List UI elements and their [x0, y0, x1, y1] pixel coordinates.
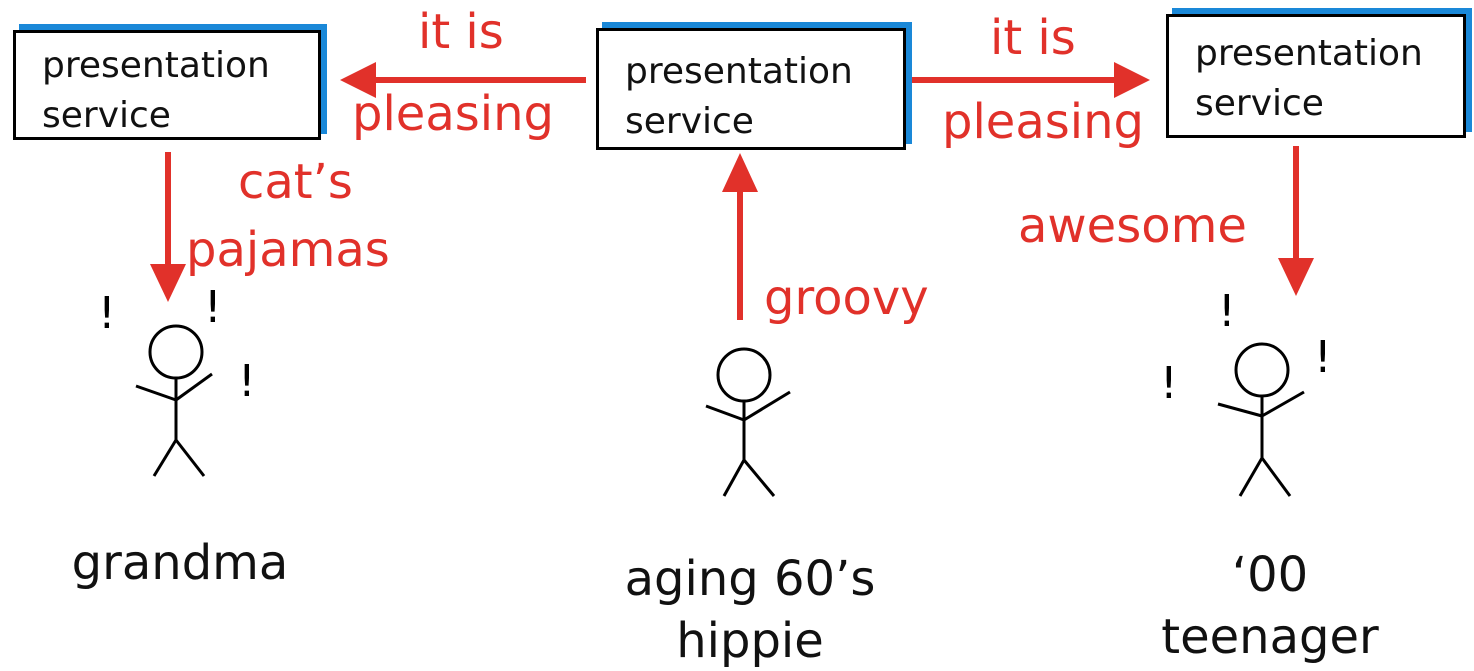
right-arrow-label-bottom: pleasing — [942, 94, 1144, 150]
box-line-2: service — [625, 101, 754, 142]
exclamation-mark: ! — [238, 356, 256, 407]
teenager-caption: ‘00 teenager — [1140, 544, 1400, 668]
box-line-2: service — [42, 95, 171, 136]
teen-arrow-label: awesome — [1018, 198, 1247, 254]
box-face: presentation service — [13, 30, 321, 140]
arrow-to-teenager — [1278, 146, 1314, 296]
box-line-2: service — [1195, 83, 1324, 124]
exclamation-mark: ! — [1314, 332, 1332, 383]
grandma-caption: grandma — [60, 532, 300, 594]
caption-line: aging 60’s — [624, 551, 876, 607]
box-face: presentation service — [1166, 14, 1466, 138]
grandma-figure-icon — [135, 324, 213, 477]
left-arrow-label-top: it is — [418, 4, 504, 60]
teenager-figure-icon — [1217, 342, 1305, 497]
arrow-from-hippie — [722, 153, 758, 320]
arrow-to-left-box — [340, 62, 586, 98]
grandma-arrow-label-line-2: pajamas — [186, 222, 390, 278]
right-arrow-label-top: it is — [990, 10, 1076, 66]
right-presentation-service-box: presentation service — [1166, 8, 1472, 138]
caption-line: ‘00 — [1231, 547, 1309, 603]
caption-line: hippie — [676, 613, 824, 669]
box-line-1: presentation — [42, 45, 270, 86]
box-line-1: presentation — [625, 51, 853, 92]
hippie-arrow-label: groovy — [764, 270, 929, 326]
arrow-to-right-box — [910, 62, 1150, 98]
exclamation-mark: ! — [98, 288, 116, 339]
hippie-caption: aging 60’s hippie — [600, 548, 900, 671]
hippie-figure-icon — [705, 347, 791, 497]
exclamation-mark: ! — [1160, 358, 1178, 409]
left-presentation-service-box: presentation service — [13, 24, 327, 140]
grandma-arrow-label-line-1: cat’s — [238, 154, 353, 210]
middle-presentation-service-box: presentation service — [596, 22, 912, 150]
box-line-1: presentation — [1195, 33, 1423, 74]
exclamation-mark: ! — [1218, 286, 1236, 337]
exclamation-mark: ! — [204, 282, 222, 333]
caption-line: teenager — [1161, 609, 1379, 665]
caption-line: grandma — [71, 535, 289, 591]
box-face: presentation service — [596, 28, 906, 150]
arrow-to-grandma — [150, 152, 186, 302]
left-arrow-label-bottom: pleasing — [352, 86, 554, 142]
